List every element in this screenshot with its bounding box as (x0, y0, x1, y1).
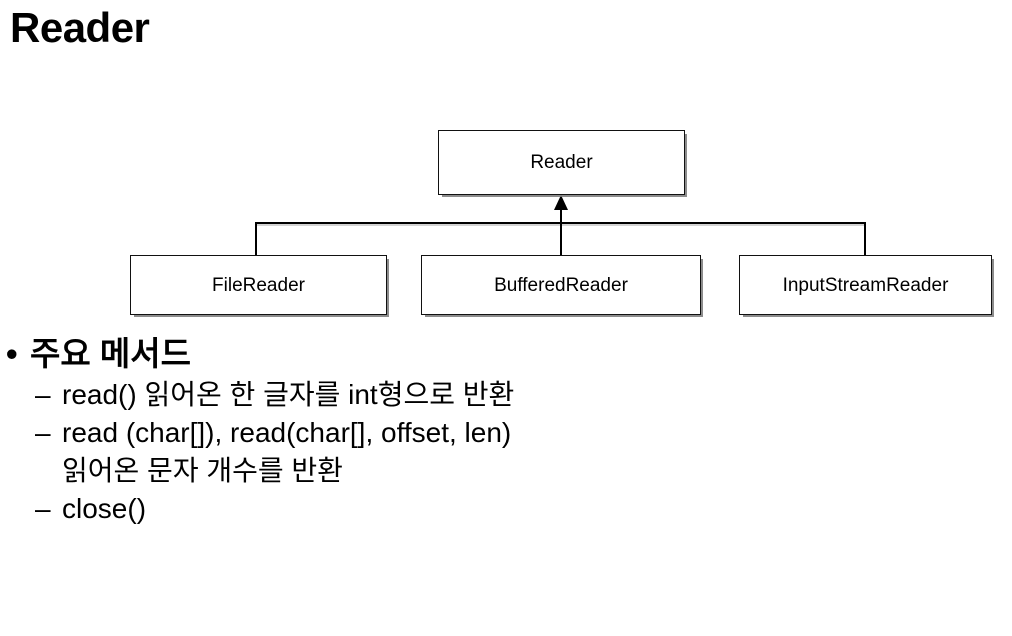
connector-stem-to-parent (560, 209, 562, 224)
bullet-marker-icon: • (6, 335, 18, 372)
list-item: – close() (0, 490, 1012, 528)
dash-marker-icon: – (35, 417, 51, 448)
list-item-continuation: 읽어온 문자 개수를 반환 (62, 455, 343, 486)
class-hierarchy-diagram: Reader FileReader BufferedReader InputSt… (130, 130, 992, 315)
method-list: – read() 읽어온 한 글자를 int형으로 반환 – read (cha… (0, 376, 1012, 528)
bullet-heading: • 주요 메서드 (0, 332, 1012, 376)
list-item: – read() 읽어온 한 글자를 int형으로 반환 (0, 376, 1012, 414)
list-item-label: close() (62, 493, 147, 524)
diagram-node-label: InputStreamReader (782, 274, 949, 296)
diagram-node-reader: Reader (438, 130, 685, 195)
list-item: – read (char[]), read(char[], offset, le… (0, 414, 1012, 490)
diagram-node-label: BufferedReader (494, 274, 628, 296)
diagram-node-label: Reader (530, 152, 593, 173)
content-body: • 주요 메서드 – read() 읽어온 한 글자를 int형으로 반환 – … (0, 332, 1012, 528)
inheritance-arrow-icon (554, 195, 568, 210)
dash-marker-icon: – (35, 493, 51, 524)
connector-drop-inputstreamreader (864, 222, 866, 256)
diagram-node-label: FileReader (212, 274, 305, 296)
bullet-heading-label: 주요 메서드 (30, 335, 191, 372)
page-title: Reader (10, 4, 150, 51)
list-item-label: read (char[]), read(char[], offset, len) (62, 417, 512, 448)
diagram-node-bufferedreader: BufferedReader (421, 255, 701, 315)
list-item-label: read() 읽어온 한 글자를 int형으로 반환 (62, 379, 515, 410)
diagram-node-filereader: FileReader (130, 255, 387, 315)
dash-marker-icon: – (35, 379, 51, 410)
connector-drop-bufferedreader (560, 222, 562, 256)
diagram-node-inputstreamreader: InputStreamReader (739, 255, 992, 315)
connector-drop-filereader (255, 222, 257, 256)
